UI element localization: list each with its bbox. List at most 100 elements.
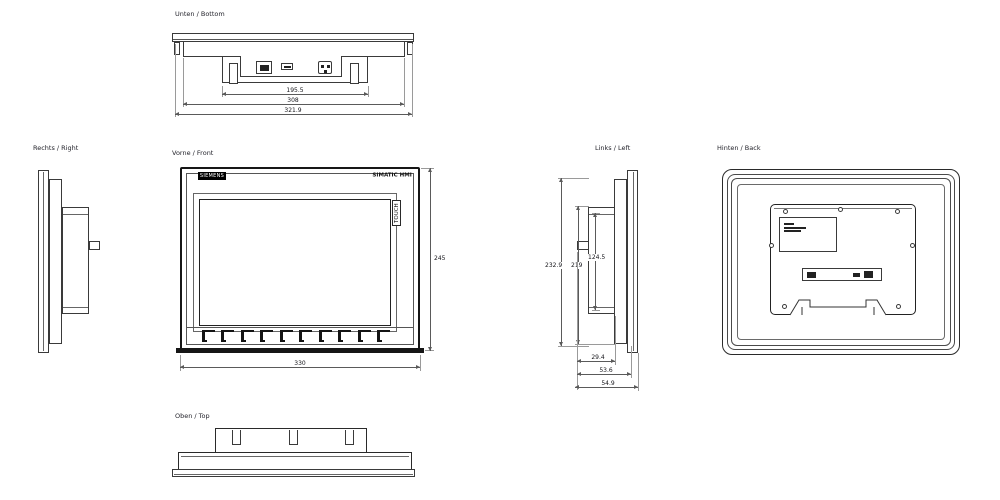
dim-inner-height: 124.5	[587, 254, 607, 261]
display-screen	[199, 199, 391, 326]
gasket-right-line	[404, 42, 405, 57]
function-key	[221, 330, 235, 342]
extension-line	[575, 206, 589, 207]
ethernet-port	[256, 61, 272, 74]
power-connector	[318, 61, 332, 74]
dim-line-rear-depth	[577, 359, 615, 363]
extension-line	[615, 316, 616, 365]
function-key	[299, 330, 313, 342]
back-frame-3	[731, 178, 951, 346]
dim-overall-width: 321.9	[283, 107, 303, 114]
dim-mid-depth: 53.6	[598, 367, 614, 374]
dim-line-mid-depth	[577, 372, 631, 376]
dim-outer-height: 232.9	[544, 262, 564, 269]
right-view-label: Rechts / Right	[33, 144, 79, 152]
bezel-inner-line	[43, 172, 44, 351]
screen-recess	[193, 193, 397, 332]
mounting-clip-slot-left	[229, 63, 238, 84]
extension-line	[558, 178, 589, 179]
extension-line	[420, 355, 421, 371]
extension-line	[631, 346, 632, 378]
screw-hole	[782, 304, 787, 309]
extension-line	[404, 58, 405, 107]
back-view-label: Hinten / Back	[717, 144, 761, 152]
power-pin	[321, 65, 324, 68]
function-key	[260, 330, 274, 342]
front-bezel-profile	[627, 170, 638, 353]
extension-line	[412, 44, 413, 117]
screw-hole	[838, 207, 843, 212]
extension-line	[577, 252, 578, 390]
function-key	[279, 330, 293, 342]
mounting-clip-tab	[89, 241, 100, 250]
back-frame-2	[727, 174, 955, 350]
usb-port-inner	[284, 66, 291, 68]
function-key	[318, 330, 332, 342]
front-panel-inner-frame	[186, 173, 414, 345]
front-bottom-edge-bar	[176, 348, 424, 353]
dim-line-inner-height	[593, 213, 597, 310]
dim-housing-width: 308	[286, 97, 300, 104]
extension-line	[558, 346, 589, 347]
housing-bottom-lip	[589, 307, 614, 308]
screw-hole	[895, 209, 900, 214]
clip-slot	[345, 430, 354, 445]
usb-port	[281, 63, 293, 70]
bezel-lip-line	[173, 39, 413, 40]
top-view-label: Oben / Top	[175, 412, 210, 420]
dim-front-width: 330	[293, 360, 307, 367]
dim-housing-height: 219	[570, 262, 584, 269]
dim-front-height: 245	[433, 255, 447, 262]
clip-slot	[289, 430, 298, 445]
function-key	[376, 330, 390, 342]
keys-divider-line	[186, 327, 414, 328]
function-key-row	[202, 330, 390, 343]
mounting-clip-slot-right	[350, 63, 359, 84]
dim-inner-width: 195.5	[285, 87, 305, 94]
dim-line-overall-depth	[575, 385, 638, 389]
housing-chamfer-line	[774, 208, 912, 209]
dim-rear-depth: 29.4	[590, 354, 606, 361]
front-bezel-top	[178, 452, 412, 470]
clip-slot	[232, 430, 241, 445]
back-gasket-frame	[737, 184, 945, 340]
rear-housing-profile	[62, 207, 89, 314]
housing-bottom-notch	[789, 299, 887, 316]
strip-connector-glyph	[853, 273, 860, 277]
power-pin	[324, 70, 327, 73]
bottom-view-label: Unten / Bottom	[175, 10, 225, 18]
extension-line	[575, 344, 615, 345]
function-key	[338, 330, 352, 342]
extension-line	[638, 353, 639, 391]
bezel-inner-line	[633, 172, 634, 351]
dim-line-front-width	[180, 365, 420, 369]
screw-hole	[896, 304, 901, 309]
housing-bottom-lip	[63, 307, 88, 308]
extension-line	[180, 355, 181, 371]
bezel-left-cap	[174, 42, 180, 55]
nameplate-text-line	[784, 223, 794, 225]
extension-line	[175, 44, 176, 117]
siemens-logo: SIEMENS	[198, 172, 226, 180]
mounting-clip-tab	[577, 241, 589, 250]
bezel-base-bar	[172, 469, 415, 477]
dim-line-housing-height	[576, 206, 580, 344]
function-key	[240, 330, 254, 342]
extension-line	[222, 86, 223, 97]
extension-line	[421, 168, 434, 169]
function-key	[202, 330, 215, 342]
gasket-left-line	[183, 42, 184, 57]
strip-connector-glyph	[807, 272, 816, 278]
dim-line-housing-width	[183, 102, 404, 106]
function-key	[357, 330, 371, 342]
left-view-label: Links / Left	[595, 144, 631, 152]
screw-hole	[783, 209, 788, 214]
simatic-hmi-text: SIMATIC HMI	[372, 172, 412, 179]
dim-line-overall-width	[175, 112, 412, 116]
housing-top-lip	[63, 214, 88, 215]
base-inner-line	[174, 474, 413, 475]
rating-nameplate	[779, 217, 837, 252]
front-bezel-edge	[172, 33, 414, 42]
bezel-surface-line	[181, 456, 409, 457]
